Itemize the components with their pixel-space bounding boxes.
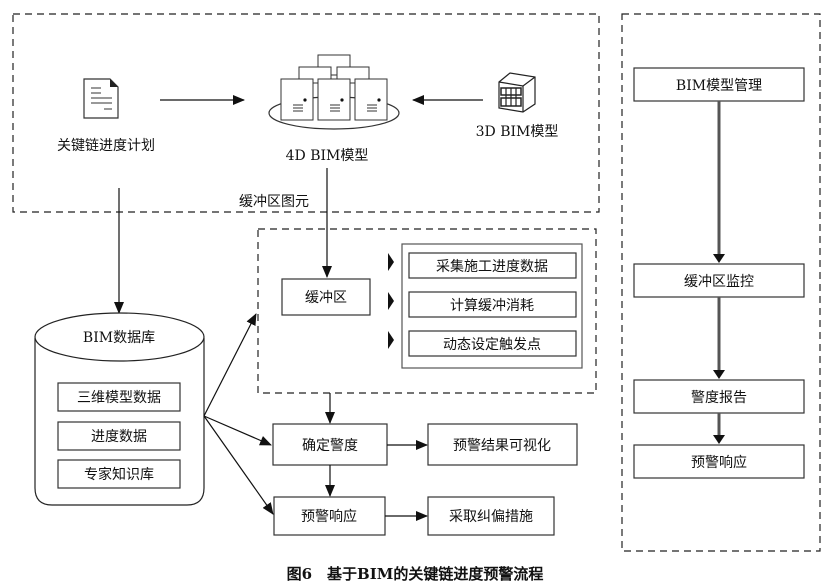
right-step-label: BIM模型管理 xyxy=(676,78,762,94)
db-item-label: 三维模型数据 xyxy=(77,390,161,406)
arrow-db-to-alert-level xyxy=(203,415,272,446)
document-icon xyxy=(83,78,119,119)
alert-level-label: 确定警度 xyxy=(302,438,358,454)
buffer-monitor-box xyxy=(633,263,805,298)
action-label: 动态设定触发点 xyxy=(443,337,541,353)
building-icon xyxy=(498,72,536,113)
schedule-label: 关键链进度计划 xyxy=(57,138,155,154)
correct-box xyxy=(427,496,555,536)
correct-label: 采取纠偏措施 xyxy=(449,509,533,525)
action-label: 计算缓冲消耗 xyxy=(450,298,534,314)
figure-caption: 图6 基于BIM的关键链进度预警流程 xyxy=(287,565,544,583)
db-item-3d-model-data xyxy=(57,382,181,412)
right-step-label: 警度报告 xyxy=(691,390,747,406)
arrow-head xyxy=(713,435,725,444)
right-step-label: 预警响应 xyxy=(691,454,747,471)
buffer-label: 缓冲区 xyxy=(305,290,347,306)
buffer-element-label: 缓冲区图元 xyxy=(239,194,309,210)
response-box xyxy=(273,496,386,536)
action-collect-progress xyxy=(408,252,577,279)
response-label: 预警响应 xyxy=(301,508,357,525)
db-item-label: 进度数据 xyxy=(91,429,147,445)
model4d-label: 4D BIM模型 xyxy=(286,148,369,164)
database-title: BIM数据库 xyxy=(83,330,155,346)
right-response-box xyxy=(633,444,805,479)
action-label: 采集施工进度数据 xyxy=(436,258,548,275)
arrow-db-to-response xyxy=(203,415,274,515)
arrow-head xyxy=(713,254,725,263)
pointer-icon xyxy=(388,253,394,271)
model3d-label: 3D BIM模型 xyxy=(476,124,559,140)
db-item-progress-data xyxy=(57,421,181,451)
arrow-head xyxy=(713,370,725,379)
top-group-frame xyxy=(12,13,600,213)
visualize-label: 预警结果可视化 xyxy=(453,438,551,454)
action-set-trigger xyxy=(408,330,577,357)
alert-level-box xyxy=(272,423,388,466)
buffer-group-frame xyxy=(257,228,597,394)
visualize-box xyxy=(427,423,578,466)
db-item-label: 专家知识库 xyxy=(84,466,154,483)
right-step-label: 缓冲区监控 xyxy=(684,274,754,290)
right-group-frame xyxy=(621,13,821,552)
bim-management-box xyxy=(633,67,805,102)
buffer-box xyxy=(281,278,371,316)
pointer-icon xyxy=(388,292,394,310)
server-cluster-icon xyxy=(268,54,400,130)
alert-report-box xyxy=(633,379,805,414)
pointer-icon xyxy=(388,331,394,349)
action-compute-buffer xyxy=(408,291,577,318)
db-item-expert-knowledge xyxy=(57,459,181,489)
arrow-db-to-buffer-group xyxy=(203,313,257,417)
